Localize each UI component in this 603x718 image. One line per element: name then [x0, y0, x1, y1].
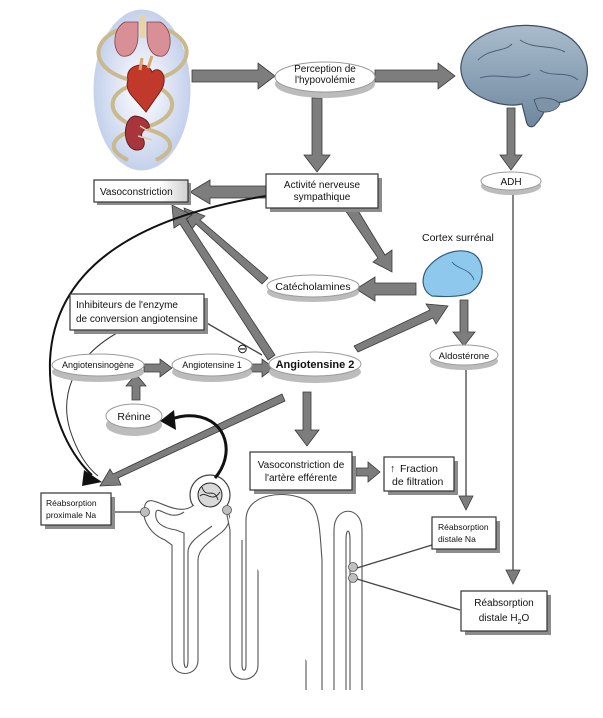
efferent-label-1: Vasoconstriction de: [258, 460, 345, 471]
line-distal-na-to-tubule: [356, 544, 433, 569]
arrow-angiotensin2-to-vasoconstriction: [171, 204, 276, 361]
distal-h2o-box: Réabsorption distale H2O: [460, 590, 551, 635]
distal-h2o-label-2: distale H2O: [479, 613, 530, 626]
organ-panel: [93, 9, 191, 171]
angiotensinogen-label: Angiotensinogène: [62, 360, 134, 370]
renin-label: Rénine: [117, 411, 150, 423]
arrow-angiotensinogen-to-angiotensin1: [143, 358, 173, 378]
distal-na-box: Réabsorption distale Na: [431, 516, 500, 553]
arrow-efferent-to-fraction: [355, 461, 381, 483]
arrow-cortex-to-aldosterone: [452, 299, 476, 347]
arrow-angiotensin2-to-proximal: [99, 393, 286, 487]
vasoconstriction-label: Vasoconstriction: [100, 187, 173, 198]
activity-label-1: Activité nerveuse: [284, 180, 361, 191]
inhibitors-box: Inhibiteurs de l'enzyme de conversion an…: [69, 293, 208, 334]
arrow-perception-to-brain: [374, 62, 456, 90]
arrow-angiotensin2-to-efferent: [294, 391, 320, 447]
kidney-icon: [124, 115, 153, 151]
inhibitors-label-1: Inhibiteurs de l'enzyme: [76, 300, 178, 311]
proximal-label-1: Réabsorption: [46, 498, 97, 508]
efferent-label-2: l'artère efférente: [265, 473, 338, 484]
arrow-organs-to-perception: [191, 62, 276, 90]
inhibitors-label-2: de conversion angiotensine: [76, 314, 198, 325]
line-inhibitors-to-angiotensin2: [204, 321, 263, 356]
distal-h2o-subscript: 2: [518, 619, 522, 626]
proximal-label-2: proximale Na: [46, 510, 96, 520]
distal-h2o-prefix: distale H: [479, 613, 518, 624]
catecholamines-label: Catécholamines: [275, 281, 350, 293]
line-sympathetic-to-proximal: [66, 311, 176, 477]
proximal-reabsorption-box: Réabsorption proximale Na: [40, 492, 115, 529]
arrow-cortex-to-catecholamines: [355, 276, 417, 302]
lungs-icon: [114, 16, 171, 57]
aldosterone-node: Aldostérone: [429, 344, 499, 370]
catecholamines-node: Catécholamines: [266, 274, 360, 302]
vasoconstriction-box: Vasoconstriction: [93, 179, 191, 205]
angiotensin2-label: Angiotensine 2: [276, 359, 355, 371]
arrow-renin-to-conversion: [125, 373, 147, 401]
aldosterone-label: Aldostérone: [439, 351, 490, 362]
perception-node: Perception de l'hypovolémie: [274, 61, 376, 98]
nephron-diagram: [140, 474, 363, 690]
arrow-angiotensin2-to-cortex: [353, 303, 449, 353]
adrenal-cortex-icon: [422, 250, 483, 298]
renin-node: Rénine: [105, 403, 163, 436]
distal-na-label-1: Réabsorption: [438, 522, 489, 532]
arrow-activity-to-catecholamines: [344, 203, 393, 273]
adh-label: ADH: [500, 177, 521, 188]
activity-box: Activité nerveuse sympathique: [265, 173, 382, 212]
arrows: [48, 62, 523, 611]
arrow-perception-to-activity: [303, 97, 331, 173]
heart-icon: [126, 55, 165, 113]
angiotensin1-node: Angiotensine 1: [171, 353, 253, 382]
cortex-label: Cortex surrénal: [422, 232, 494, 244]
arrow-macula-to-renin: [167, 414, 228, 479]
angiotensin1-label: Angiotensine 1: [182, 360, 242, 370]
arrow-catecholamines-to-vasoconstriction: [183, 207, 269, 285]
angiotensin2-node: Angiotensine 2: [268, 351, 362, 383]
distal-h2o-label-1: Réabsorption: [474, 598, 533, 609]
fraction-label-2: de filtration: [392, 476, 444, 488]
perception-label-2: l'hypovolémie: [295, 75, 356, 86]
angiotensinogen-node: Angiotensinogène: [51, 353, 145, 382]
fraction-arrow: ↑: [390, 463, 395, 475]
fraction-label-1: Fraction: [400, 463, 438, 475]
line-distal-h2o-to-tubule: [356, 578, 461, 611]
distal-na-label-2: distale Na: [438, 534, 476, 544]
arrow-brain-to-adh: [499, 107, 523, 171]
inhibition-sign: ⊖: [237, 341, 248, 356]
arrow-activity-to-vasoconstriction: [189, 179, 267, 205]
perception-label-1: Perception de: [294, 64, 356, 75]
filtration-fraction-box: ↑ Fraction de filtration: [383, 456, 458, 495]
distal-h2o-suffix: O: [522, 613, 530, 624]
arrow-activity-to-proximal: [48, 195, 267, 476]
adh-node: ADH: [480, 171, 542, 195]
brain-icon: [460, 24, 588, 128]
efferent-vasoconstriction-box: Vasoconstriction de l'artère efférente: [249, 451, 356, 494]
activity-label-2: sympathique: [294, 192, 351, 203]
